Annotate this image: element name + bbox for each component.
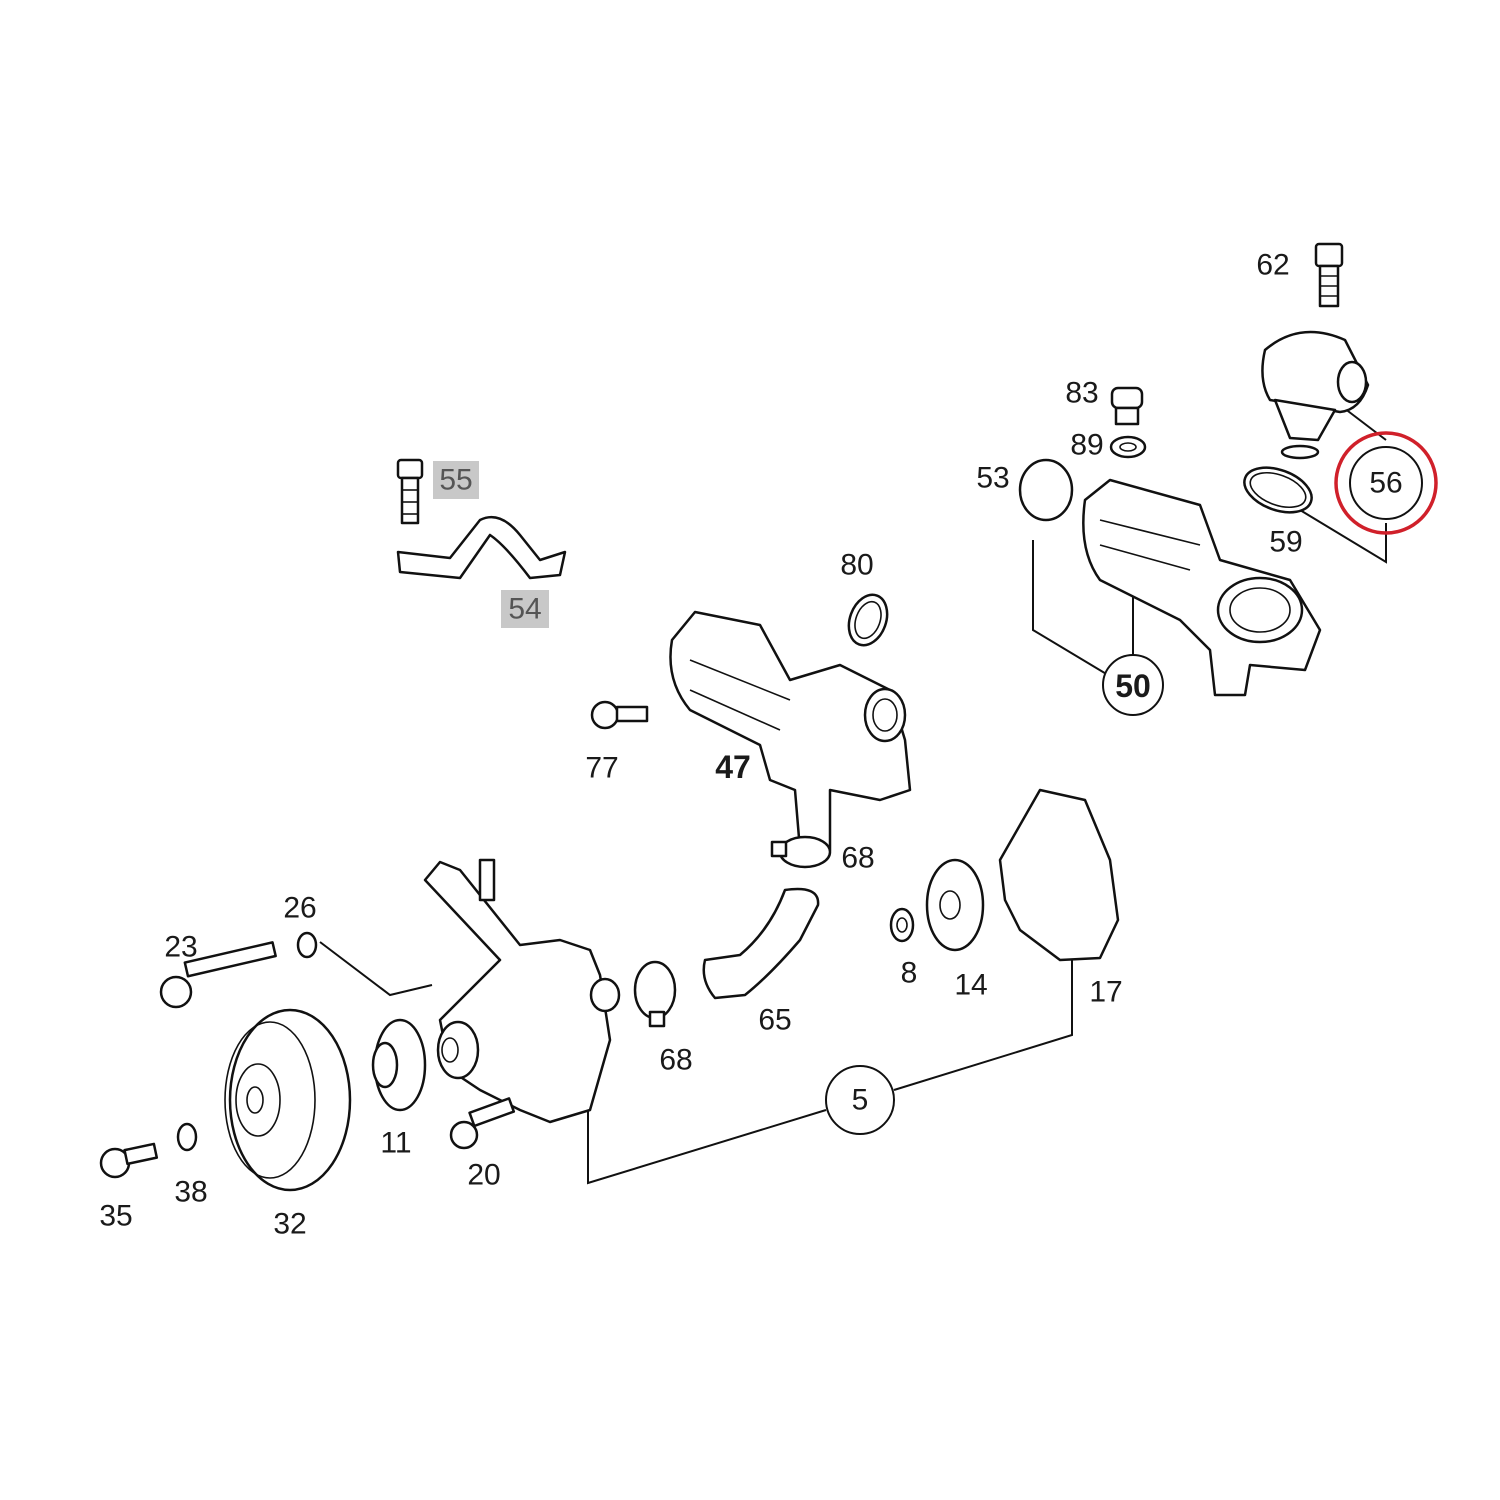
washer-26[interactable] (296, 931, 318, 959)
part-labels: 62 83 89 53 56 59 55 54 80 50 77 47 68 2… (99, 249, 1402, 1241)
label-68-upper[interactable]: 68 (841, 842, 874, 875)
label-55[interactable]: 55 (439, 464, 472, 497)
label-5[interactable]: 5 (852, 1084, 869, 1117)
label-80[interactable]: 80 (840, 549, 873, 582)
label-32[interactable]: 32 (273, 1208, 306, 1241)
label-89[interactable]: 89 (1070, 429, 1103, 462)
tag-bg-55 (433, 461, 479, 499)
label-14[interactable]: 14 (954, 969, 987, 1002)
label-38[interactable]: 38 (174, 1176, 207, 1209)
label-8[interactable]: 8 (901, 957, 918, 990)
pulley-32[interactable] (224, 1008, 352, 1192)
callout-circle-50 (1102, 654, 1164, 716)
label-53[interactable]: 53 (976, 462, 1009, 495)
bolt-62[interactable] (1314, 242, 1344, 308)
tag-bg-54 (501, 590, 549, 628)
label-59[interactable]: 59 (1269, 526, 1302, 559)
washer-89[interactable] (1109, 435, 1147, 459)
label-56[interactable]: 56 (1369, 467, 1402, 500)
label-26[interactable]: 26 (283, 892, 316, 925)
impeller-14[interactable] (925, 858, 985, 952)
gasket-17[interactable] (998, 788, 1120, 962)
label-77[interactable]: 77 (585, 752, 618, 785)
label-17[interactable]: 17 (1089, 976, 1122, 1009)
label-47[interactable]: 47 (715, 749, 751, 785)
clamp-68-lower[interactable] (633, 960, 677, 1028)
thermostat-cover[interactable] (1261, 330, 1370, 460)
label-54[interactable]: 54 (508, 593, 541, 626)
bracket-54[interactable] (396, 515, 567, 580)
nut-8[interactable] (889, 907, 915, 943)
washer-38[interactable] (176, 1122, 198, 1152)
label-35[interactable]: 35 (99, 1200, 132, 1233)
label-11[interactable]: 11 (380, 1127, 411, 1160)
bolt-23[interactable] (159, 941, 277, 1009)
highlight-ring-56 (1334, 431, 1438, 535)
label-50[interactable]: 50 (1115, 668, 1151, 704)
hub-11[interactable] (371, 1018, 427, 1112)
hose-65[interactable] (702, 887, 820, 1000)
label-68-lower[interactable]: 68 (659, 1044, 692, 1077)
callout-circle-5 (825, 1065, 895, 1135)
label-23[interactable]: 23 (164, 931, 197, 964)
clamp-68-upper[interactable] (770, 835, 832, 869)
plug-83[interactable] (1110, 386, 1144, 426)
coolant-housing-50[interactable] (1082, 478, 1322, 697)
label-65[interactable]: 65 (758, 1004, 791, 1037)
coolant-housing-47[interactable] (669, 610, 912, 852)
bolt-35[interactable] (99, 1142, 159, 1179)
o-ring-59[interactable] (1238, 459, 1317, 521)
label-62[interactable]: 62 (1256, 249, 1289, 282)
o-ring-80[interactable] (842, 589, 894, 650)
cap-53[interactable] (1018, 458, 1074, 522)
label-20[interactable]: 20 (467, 1159, 500, 1192)
bolt-77[interactable] (590, 700, 649, 730)
screw-55[interactable] (396, 458, 424, 525)
label-83[interactable]: 83 (1065, 377, 1098, 410)
bolt-20[interactable] (449, 1097, 516, 1150)
water-pump-5[interactable] (423, 858, 621, 1124)
callout-circle-56 (1349, 446, 1423, 520)
